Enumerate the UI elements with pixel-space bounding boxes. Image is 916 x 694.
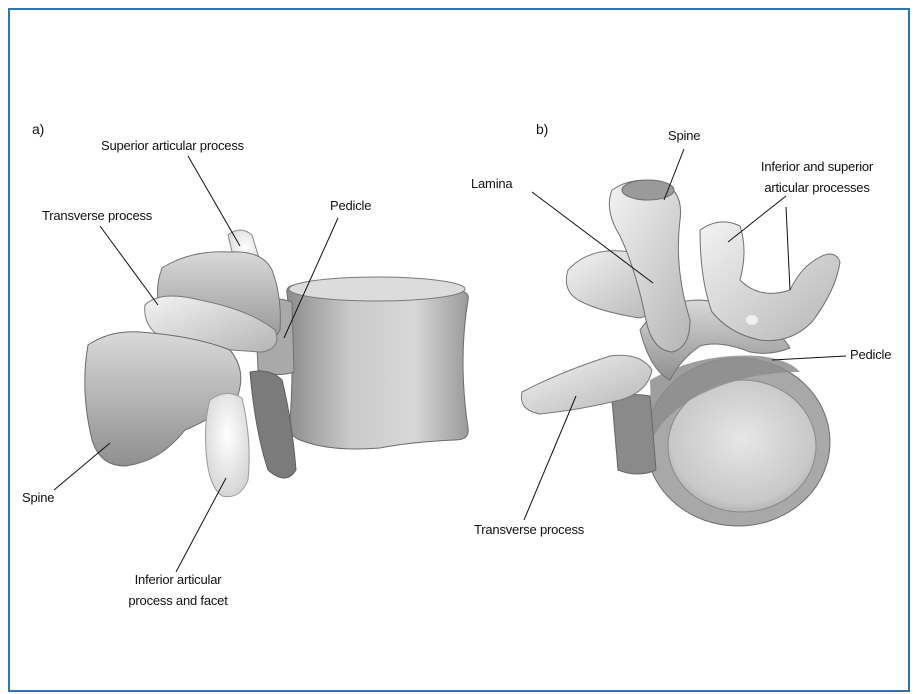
leader-spine-a xyxy=(54,443,110,490)
label-superior-articular-process: Superior articular process xyxy=(101,137,244,154)
vertebra-superior-view xyxy=(521,180,840,526)
label-lamina: Lamina xyxy=(471,175,512,192)
label-inferior-articular-line1: Inferior articular xyxy=(113,571,243,588)
label-inferior-superior-line2: articular processes xyxy=(736,179,898,196)
inferior-articular-facet-shape xyxy=(206,393,250,496)
label-pedicle-b: Pedicle xyxy=(850,346,891,363)
left-pedicle-block xyxy=(612,395,656,474)
leader-inferior-superior-1 xyxy=(728,196,786,242)
articular-facet-spot xyxy=(746,315,758,325)
vertebral-body-shape xyxy=(287,284,469,449)
vertebra-lateral-view xyxy=(85,230,468,497)
panel-b-letter: b) xyxy=(536,121,548,138)
leader-transverse-process-a xyxy=(100,226,158,305)
label-spine-b: Spine xyxy=(668,127,700,144)
leader-inferior-superior-2 xyxy=(786,207,790,290)
leader-transverse-process-b xyxy=(524,396,576,520)
spine-tip xyxy=(622,180,674,200)
leader-pedicle-b xyxy=(772,356,846,360)
leader-inferior-articular xyxy=(176,478,226,572)
label-transverse-process-b: Transverse process xyxy=(474,521,584,538)
label-inferior-superior-line1: Inferior and superior xyxy=(736,158,898,175)
leader-superior-articular xyxy=(188,156,240,246)
vertebral-body-top-rim xyxy=(289,277,465,301)
label-inferior-articular-line2: process and facet xyxy=(113,592,243,609)
label-spine-a: Spine xyxy=(22,489,54,506)
label-pedicle-a: Pedicle xyxy=(330,197,371,214)
inferior-process-shadow xyxy=(250,371,296,478)
panel-a-letter: a) xyxy=(32,121,44,138)
label-transverse-process-a: Transverse process xyxy=(42,207,152,224)
